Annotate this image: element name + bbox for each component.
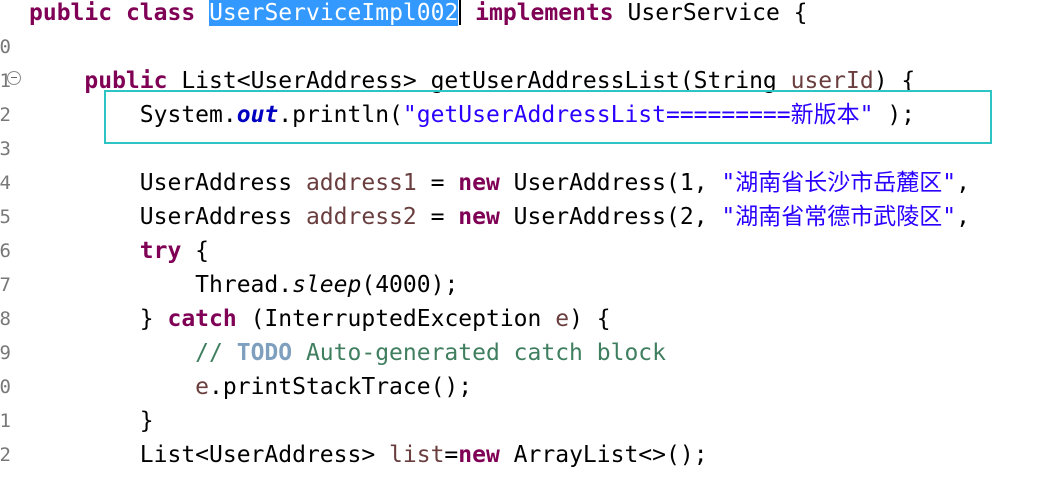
code-token: Thread.	[29, 272, 293, 298]
code-token: (4000);	[361, 272, 459, 298]
code-token: address2	[305, 204, 417, 230]
code-token: ) {	[873, 68, 916, 94]
code-line[interactable]: Thread.sleep(4000);	[29, 268, 458, 302]
code-token: catch	[167, 306, 237, 332]
code-token: try	[139, 238, 182, 264]
code-token: e	[555, 306, 570, 332]
line-number: 2	[0, 104, 11, 126]
line-number: 1	[0, 410, 11, 432]
code-token: ArrayList<>();	[499, 442, 708, 468]
code-line[interactable]: public class UserServiceImpl002 implemen…	[29, 0, 808, 30]
code-line[interactable]: public List<UserAddress> getUserAddressL…	[29, 64, 915, 98]
code-line[interactable]: try {	[29, 234, 209, 268]
line-number: 6	[0, 240, 11, 262]
line-number: 0	[0, 36, 11, 58]
code-token	[29, 68, 84, 94]
code-token: new	[458, 442, 500, 468]
line-number: 2	[0, 444, 11, 466]
line-number: 3	[0, 138, 11, 160]
code-token: class	[125, 0, 196, 26]
code-token: userId	[790, 68, 874, 94]
code-token: e	[195, 374, 210, 400]
code-token: UserAddress	[29, 170, 306, 196]
code-token: List<UserAddress>	[29, 442, 390, 468]
selected-class-name: UserServiceImpl002	[209, 0, 459, 26]
line-number-gutter: 0 1 2 3 4 5 6 7 8 9 0 1 2	[0, 0, 14, 483]
code-token	[461, 0, 475, 26]
line-number: 7	[0, 274, 11, 296]
code-token: list	[389, 442, 445, 468]
code-token: public	[84, 68, 168, 94]
code-token: UserService {	[613, 0, 808, 26]
collapse-circle-icon[interactable]	[7, 71, 21, 85]
code-line[interactable]: System.out.println("getUserAddressList==…	[29, 98, 915, 132]
code-token: //	[195, 340, 237, 366]
code-token: =	[444, 442, 459, 468]
line-number	[0, 0, 11, 30]
code-token: ) {	[569, 306, 611, 332]
code-token	[29, 238, 140, 264]
text-cursor	[459, 0, 462, 25]
code-token: UserAddress	[29, 204, 306, 230]
line-number: 4	[0, 172, 11, 194]
code-token: System.	[29, 102, 237, 128]
code-token: .printStackTrace();	[209, 374, 473, 400]
code-token: =	[416, 204, 459, 230]
code-line[interactable]: e.printStackTrace();	[29, 370, 472, 404]
code-line[interactable]: // TODO Auto-generated catch block	[29, 336, 666, 370]
code-line[interactable]: UserAddress address2 = new UserAddress(2…	[29, 200, 984, 234]
code-token: (InterruptedException	[236, 306, 556, 332]
code-token: address1	[305, 170, 417, 196]
code-token: "湖南省长沙市岳麓区"	[721, 170, 957, 196]
code-token: sleep	[292, 272, 362, 298]
code-token	[29, 374, 195, 400]
code-token: "getUserAddressList=========新版本"	[402, 102, 874, 128]
code-token: new	[458, 170, 500, 196]
code-line[interactable]: }	[29, 404, 154, 438]
line-number: 8	[0, 308, 11, 330]
code-token	[112, 0, 126, 26]
code-line[interactable]: List<UserAddress> list=new ArrayList<>()…	[29, 438, 708, 472]
code-token: TODO	[236, 340, 293, 366]
code-token: out	[236, 102, 279, 128]
code-token	[195, 0, 209, 26]
code-token: new	[458, 204, 500, 230]
code-token: List<UserAddress> getUserAddressList(Str…	[167, 68, 791, 94]
code-token: UserAddress(1,	[499, 170, 722, 196]
code-token: }	[29, 306, 168, 332]
code-line[interactable]: } catch (InterruptedException e) {	[29, 302, 611, 336]
code-line[interactable]: UserAddress address1 = new UserAddress(1…	[29, 166, 984, 200]
line-number: 5	[0, 206, 11, 228]
code-token: UserAddress(2,	[499, 204, 722, 230]
code-token: ,	[956, 170, 984, 196]
highlight-annotation-box	[104, 90, 992, 144]
code-token: {	[181, 238, 210, 264]
code-token: }	[29, 408, 154, 434]
code-token: =	[416, 170, 459, 196]
line-number: 1	[0, 70, 11, 92]
code-token: Auto-generated catch block	[292, 340, 666, 366]
code-token: public	[29, 0, 113, 26]
code-token: .println(	[278, 102, 403, 128]
code-token: ,	[956, 204, 984, 230]
line-number: 0	[0, 376, 11, 398]
code-token: implements	[475, 0, 614, 26]
code-token: "湖南省常德市武陵区"	[721, 204, 957, 230]
code-token: );	[873, 102, 916, 128]
code-token	[29, 340, 195, 366]
line-number: 9	[0, 342, 11, 364]
